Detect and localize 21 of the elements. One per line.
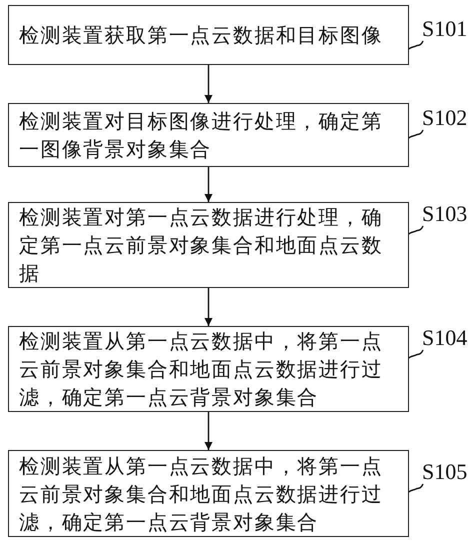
leader-line <box>408 484 424 493</box>
arrow <box>204 412 212 450</box>
step-text: 检测装置对目标图像进行处理，确定第一图像背景对象集合 <box>19 108 384 163</box>
step-label: S105 <box>422 461 468 483</box>
arrow <box>204 288 212 326</box>
leader-line <box>408 40 424 50</box>
step-label: S104 <box>422 327 468 349</box>
arrow <box>204 65 212 103</box>
step-text: 检测装置对第一点云数据进行处理，确定第一点云前景对象集合和地面点云数据 <box>19 204 384 287</box>
process-box <box>8 103 409 167</box>
step-text: 检测装置从第一点云数据中，将第一点云前景对象集合和地面点云数据进行过滤，确定第一点云背景对象集合 <box>19 328 384 411</box>
arrow <box>204 167 212 202</box>
step-label: S103 <box>422 203 468 225</box>
leader-line <box>408 226 424 235</box>
process-box <box>8 5 409 65</box>
step-label: S102 <box>422 107 468 129</box>
step-label: S101 <box>422 18 468 40</box>
leader-line <box>408 350 424 359</box>
step-text: 检测装置获取第一点云数据和目标图像 <box>19 22 383 49</box>
leader-line <box>408 130 424 139</box>
step-text: 检测装置从第一点云数据中，将第一点云前景对象集合和地面点云数据进行过滤，确定第一点云背景对象集合 <box>19 452 384 536</box>
